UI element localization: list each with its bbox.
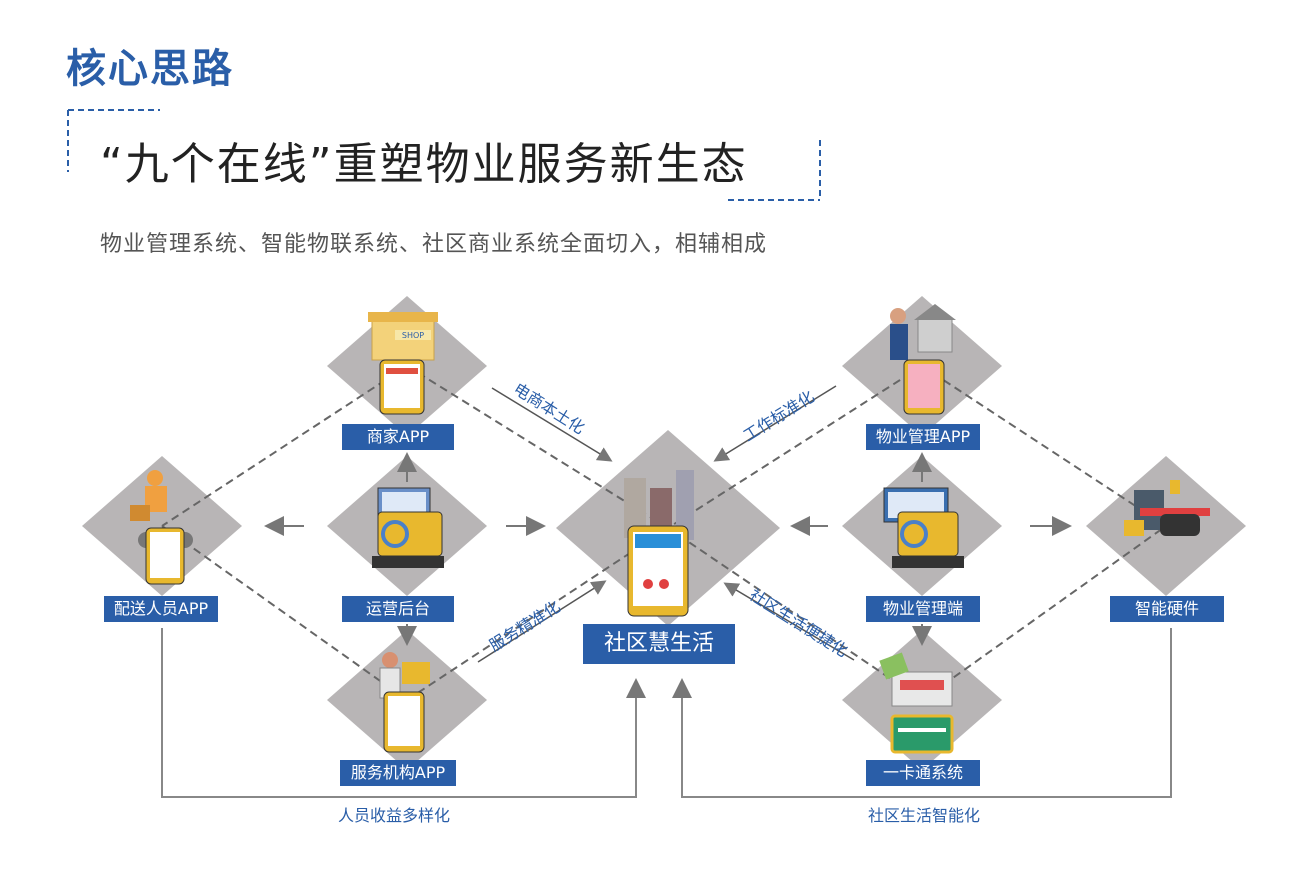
- delivery-person-icon: [130, 470, 193, 585]
- shop-icon: SHOP: [368, 312, 438, 415]
- flow-label-right: 社区生活智能化: [868, 806, 981, 825]
- backend-computer-icon: [372, 487, 444, 568]
- section-title: 核心思路: [66, 46, 234, 92]
- node-center: 社区慧生活: [583, 624, 735, 664]
- service-worker-icon: [379, 652, 430, 753]
- node-delivery-app: 配送人员APP: [104, 596, 218, 622]
- node-operation-backend: 运营后台: [342, 596, 454, 622]
- subtitle: 物业管理系统、智能物联系统、社区商业系统全面切入，相辅相成: [100, 232, 768, 257]
- headline-frame: [67, 109, 821, 201]
- headline: “九个在线”重塑物业服务新生态: [100, 139, 748, 190]
- node-card-system: 一卡通系统: [866, 760, 980, 786]
- node-property-app: 物业管理APP: [866, 424, 980, 450]
- node-property-terminal: 物业管理端: [866, 596, 980, 622]
- community-buildings-icon: [624, 470, 694, 617]
- property-manager-icon: [890, 304, 956, 415]
- node-smart-hardware: 智能硬件: [1110, 596, 1224, 622]
- smart-gate-icon: [1124, 480, 1210, 536]
- node-service-org-app: 服务机构APP: [340, 760, 456, 786]
- node-merchant-app: 商家APP: [342, 424, 454, 450]
- card-reader-icon: [879, 652, 954, 754]
- flow-label-left: 人员收益多样化: [338, 806, 451, 825]
- terminal-computer-icon: [883, 487, 964, 568]
- svg-text:SHOP: SHOP: [402, 331, 424, 340]
